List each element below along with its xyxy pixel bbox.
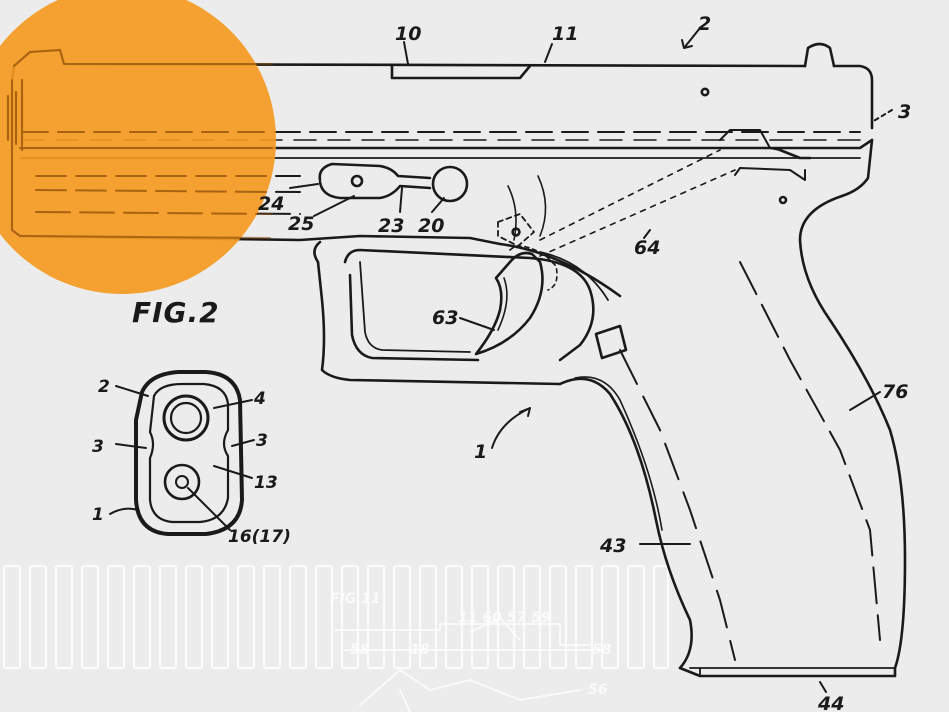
label-20: 20 [418,215,444,237]
ghost-label-3: 18 [410,642,430,658]
detail-label-13: 13 [254,473,278,493]
detail-label-1: 1 [92,505,104,525]
pistol-frame [313,138,907,678]
leader-lines [289,27,893,693]
label-10: 10 [395,23,421,45]
detail-label-3-left: 3 [92,437,104,457]
cross-section-detail [109,370,255,536]
ghost-label-2: 58 [350,642,370,658]
detail-label-4: 4 [253,389,266,409]
label-24: 24 [258,193,284,215]
ghost-fig-title: FIG 11 [330,591,381,607]
label-43: 43 [599,535,626,557]
ghost-label-5: 56 [588,682,608,698]
ghost-label-4: 58 [592,642,612,658]
label-63: 63 [432,307,458,329]
orange-accent-circle [0,0,276,294]
label-11: 11 [552,23,578,45]
label-76: 76 [882,381,908,403]
slide-lines-over-circle [7,49,273,239]
label-44: 44 [817,693,844,712]
label-2-top: 2 [698,13,711,35]
ghost-stripes-overlay [2,564,670,670]
trigger [474,175,558,356]
ghost-fig11-drawing [334,617,601,712]
ghost-label-1: 11 60 57 59 [458,610,551,626]
label-3-right: 3 [898,101,911,123]
label-25: 25 [288,213,314,235]
label-23: 23 [378,215,404,237]
label-64: 64 [634,237,660,259]
label-1-main: 1 [474,441,487,463]
figure-title: FIG.2 [132,296,220,329]
figure-labels: FIG.2 10 11 2 3 24 25 23 20 64 63 1 76 4… [92,13,911,712]
detail-label-16-17: 16(17) [228,527,291,547]
slide-lock-lever [318,162,469,203]
detail-label-2: 2 [98,377,110,397]
detail-label-3-right: 3 [256,431,268,451]
